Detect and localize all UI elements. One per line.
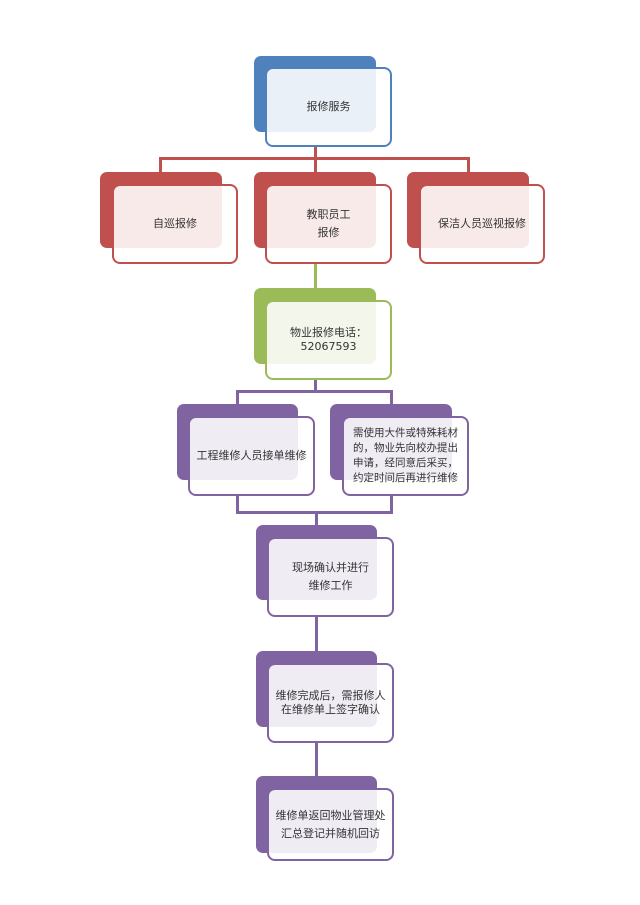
connector: [236, 390, 393, 393]
source-label: 教职员工: [306, 208, 351, 222]
root-node: 报修服务: [265, 67, 392, 147]
root-label: 报修服务: [306, 100, 351, 114]
source-node-staff: 教职员工报修: [265, 184, 392, 264]
source-label: 报修: [317, 226, 340, 239]
branch-label: 工程维修人员接单维修: [196, 449, 307, 463]
connector: [236, 496, 239, 513]
connector: [390, 496, 393, 513]
branch-node-engineer: 工程维修人员接单维修: [188, 416, 315, 496]
connector: [159, 157, 162, 173]
connector: [236, 390, 239, 405]
connector: [236, 511, 393, 514]
branch-line: 需使用大件或特殊耗材: [353, 426, 458, 439]
step-label: 维修完成后，需报修人: [275, 688, 386, 702]
connector: [314, 157, 317, 173]
branch-line: 申请，经同意后采买，: [353, 457, 458, 469]
connector: [467, 157, 470, 173]
phone-node: 物业报修电话：52067593: [265, 300, 392, 380]
source-label: 自巡报修: [153, 217, 197, 231]
branch-line: 的，物业先向校办提出: [353, 441, 458, 454]
connector: [314, 380, 317, 392]
step-node-signoff: 维修完成后，需报修人在维修单上签字确认: [267, 663, 394, 743]
connector: [314, 263, 317, 289]
branch-line: 约定时间后再进行维修: [353, 472, 458, 485]
connector: [390, 390, 393, 405]
branch-node-special-materials: 需使用大件或特殊耗材 的，物业先向校办提出 申请，经同意后采买， 约定时间后再进…: [342, 416, 469, 496]
source-node-self-patrol: 自巡报修: [112, 184, 238, 264]
step-label: 维修单返回物业管理处: [275, 808, 386, 822]
connector: [314, 147, 317, 159]
source-label: 保洁人员巡视报修: [438, 217, 526, 231]
connector: [315, 511, 318, 526]
step-label: 现场确认并进行: [292, 561, 369, 575]
step-node-onsite: 现场确认并进行维修工作: [267, 537, 394, 617]
connector: [315, 617, 318, 652]
step-node-return: 维修单返回物业管理处汇总登记并随机回访: [267, 788, 394, 861]
step-label: 维修工作: [308, 579, 353, 592]
connector: [315, 742, 318, 777]
step-label: 汇总登记并随机回访: [281, 826, 380, 840]
source-node-cleaner: 保洁人员巡视报修: [419, 184, 545, 264]
phone-label: 物业报修电话：: [290, 325, 367, 339]
step-label: 在维修单上签字确认: [281, 703, 380, 716]
phone-number: 52067593: [300, 340, 357, 353]
